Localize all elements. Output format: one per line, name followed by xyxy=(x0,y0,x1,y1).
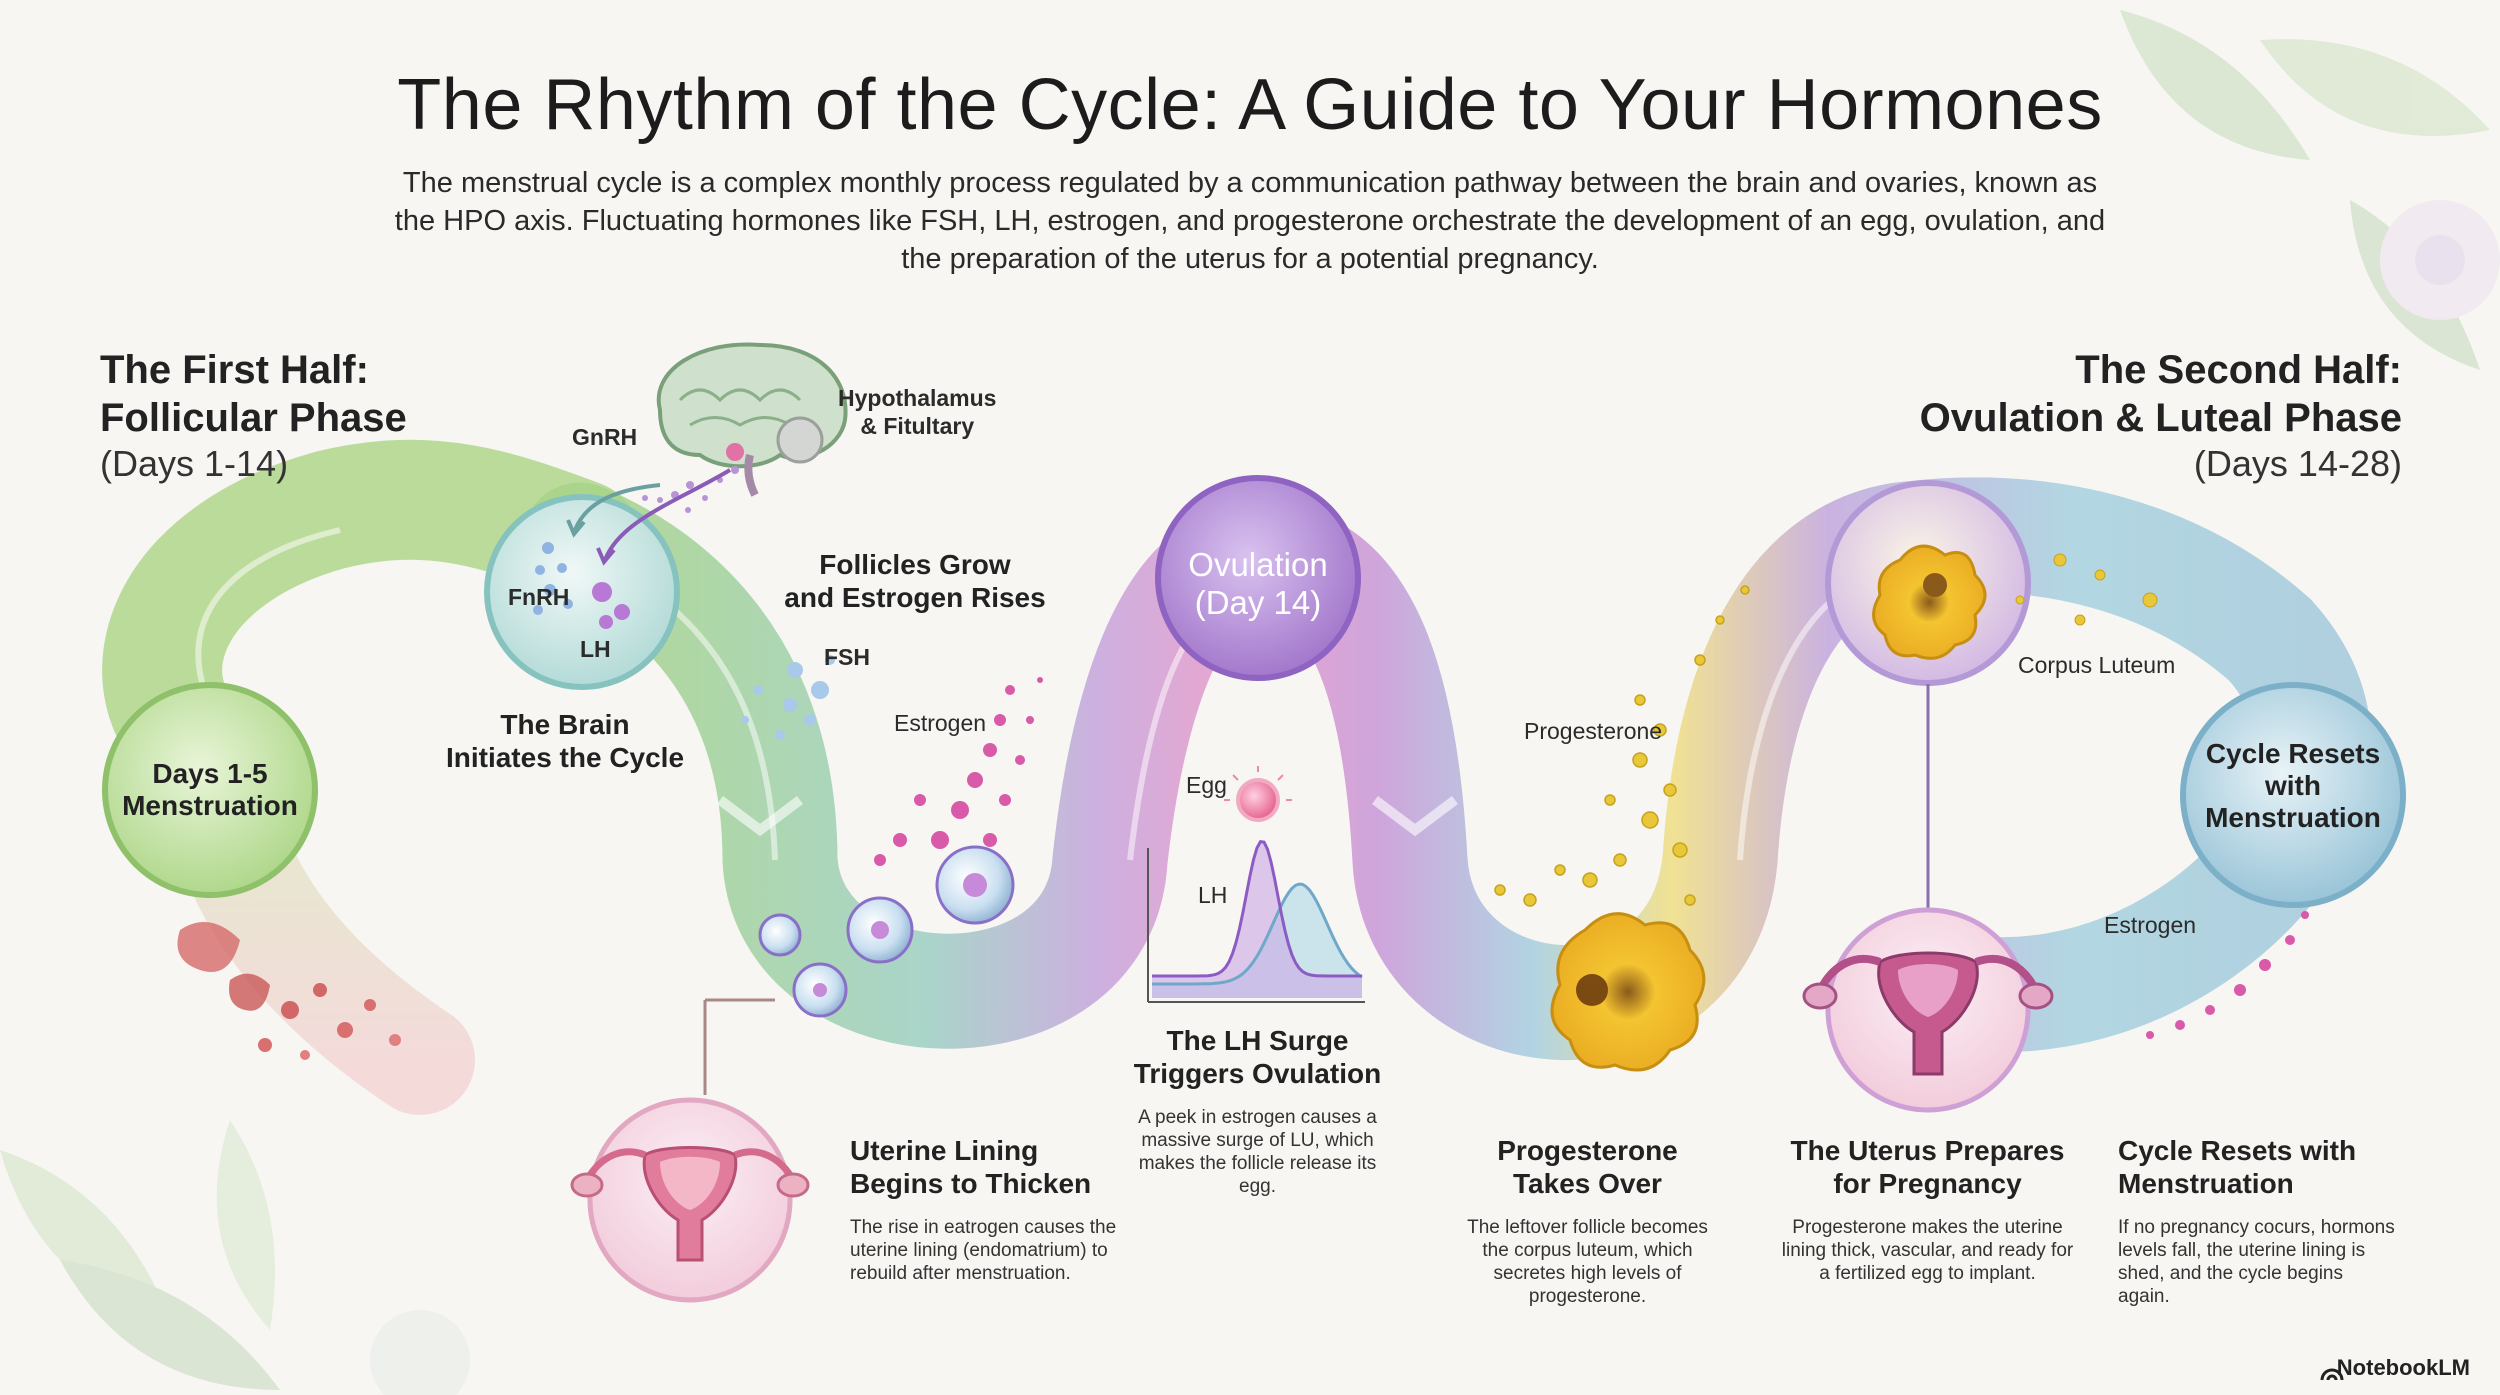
stage-progesterone-caption: The leftover follicle becomes the corpus… xyxy=(1467,1217,1708,1307)
hypothalamus-line2: & Fitultary xyxy=(860,413,975,439)
first-half-heading-line1: The First Half: xyxy=(100,348,369,392)
gnrh-label: GnRH xyxy=(572,424,638,450)
fnrh-label: FnRH xyxy=(508,584,570,610)
stage-prepares-caption: Progesterone makes the uterine lining th… xyxy=(1781,1217,2074,1284)
menstruation-circle xyxy=(102,682,318,898)
first-half-header: The First Half: Follicular Phase (Days 1… xyxy=(100,346,407,486)
lh-small-label: LH xyxy=(580,636,611,662)
stage-progesterone: Progesterone Takes Over The leftover fol… xyxy=(1455,1134,1720,1308)
lh-chart-label: LH xyxy=(1198,882,1228,908)
stage-uterine-caption: The rise in eatrogen causes the uterine … xyxy=(850,1217,1117,1284)
egg-icon xyxy=(1236,778,1280,822)
reset-circle-label: Cycle Resets with Menstruation xyxy=(2183,738,2403,834)
stage-follicles-line2: and Estrogen Rises xyxy=(784,582,1046,613)
hypothalamus-label: Hypothalamus & Fitultary xyxy=(838,384,996,440)
second-half-header: The Second Half: Ovulation & Luteal Phas… xyxy=(1920,346,2402,486)
intro-paragraph: The menstrual cycle is a complex monthly… xyxy=(394,167,2106,275)
stage-lh-surge-line1: The LH Surge xyxy=(1166,1025,1349,1056)
first-half-heading-line2: Follicular Phase xyxy=(100,396,407,440)
stage-brain: The Brain Initiates the Cycle xyxy=(430,708,700,774)
notebooklm-logo-icon xyxy=(2320,1368,2344,1381)
lh-surge-chart xyxy=(1147,839,1365,1003)
leaf-decoration-icon xyxy=(0,10,2500,1395)
first-half-days: (Days 1-14) xyxy=(100,443,289,484)
menstruation-line1: Days 1-5 xyxy=(152,758,268,789)
reset-line3: Menstruation xyxy=(2205,802,2381,833)
stage-lh-surge-caption: A peek in estrogen causes a massive surg… xyxy=(1138,1107,1377,1197)
hypothalamus-line1: Hypothalamus xyxy=(838,385,997,411)
stage-uterine: Uterine Lining Begins to Thicken The ris… xyxy=(850,1134,1140,1285)
cycle-reset-circle xyxy=(2180,682,2406,908)
stage-brain-line2: Initiates the Cycle xyxy=(445,742,685,773)
stage-progesterone-line2: Takes Over xyxy=(1513,1168,1662,1199)
stage-brain-line1: The Brain xyxy=(500,709,630,740)
stage-resets-line2: Menstruation xyxy=(2118,1168,2294,1199)
reset-line1: Cycle Resets xyxy=(2205,738,2381,769)
brand-label: NotebookLM xyxy=(2336,1355,2470,1380)
second-half-heading-line2: Ovulation & Luteal Phase xyxy=(1919,396,2402,440)
uterus-thick-icon xyxy=(1802,951,2054,1076)
stage-uterine-line2: Begins to Thicken xyxy=(850,1168,1092,1199)
ovulation-line1: Ovulation xyxy=(1188,546,1328,583)
brain-circle xyxy=(484,494,680,690)
menstruation-line2: Menstruation xyxy=(122,790,298,821)
stage-lh-surge: The LH Surge Triggers Ovulation A peek i… xyxy=(1130,1024,1385,1198)
blood-drops-icon xyxy=(177,922,401,1060)
progesterone-label: Progesterone xyxy=(1524,718,1663,744)
corpus-luteum-icon xyxy=(1550,912,1706,1072)
ovulation-circle-label: Ovulation (Day 14) xyxy=(1158,546,1358,622)
stage-resets-line1: Cycle Resets with xyxy=(2118,1135,2357,1166)
stage-resets: Cycle Resets with Menstruation If no pre… xyxy=(2118,1134,2398,1308)
fsh-label: FSH xyxy=(824,644,870,670)
stage-follicles-line1: Follicles Grow xyxy=(819,549,1011,580)
corpus-luteum-label: Corpus Luteum xyxy=(2018,652,2176,678)
stage-prepares-line2: for Pregnancy xyxy=(1833,1168,2022,1199)
reset-line2: with xyxy=(2265,770,2321,801)
stage-uterine-line1: Uterine Lining xyxy=(850,1135,1039,1166)
page-title: The Rhythm of the Cycle: A Guide to Your… xyxy=(397,65,2103,145)
uterus-icon xyxy=(570,1146,810,1262)
stage-resets-caption: If no pregnancy cocurs, hormons levels f… xyxy=(2118,1217,2395,1307)
egg-label: Egg xyxy=(1186,772,1227,798)
second-half-days: (Days 14-28) xyxy=(2193,443,2402,484)
stage-lh-surge-line2: Triggers Ovulation xyxy=(1133,1058,1382,1089)
stage-follicles: Follicles Grow and Estrogen Rises xyxy=(780,548,1050,614)
brain-icon xyxy=(656,342,848,497)
stage-prepares: The Uterus Prepares for Pregnancy Proges… xyxy=(1780,1134,2075,1285)
estrogen-left-label: Estrogen xyxy=(894,710,987,736)
estrogen-right-label: Estrogen xyxy=(2104,912,2197,938)
menstruation-circle-label: Days 1-5 Menstruation xyxy=(110,758,310,822)
follicle-icons xyxy=(758,845,1015,1018)
stage-progesterone-line1: Progesterone xyxy=(1497,1135,1678,1166)
ovulation-line2: (Day 14) xyxy=(1194,584,1322,621)
stage-prepares-line1: The Uterus Prepares xyxy=(1790,1135,2065,1166)
ovulation-circle xyxy=(1155,475,1361,681)
second-half-heading-line1: The Second Half: xyxy=(2075,348,2402,392)
